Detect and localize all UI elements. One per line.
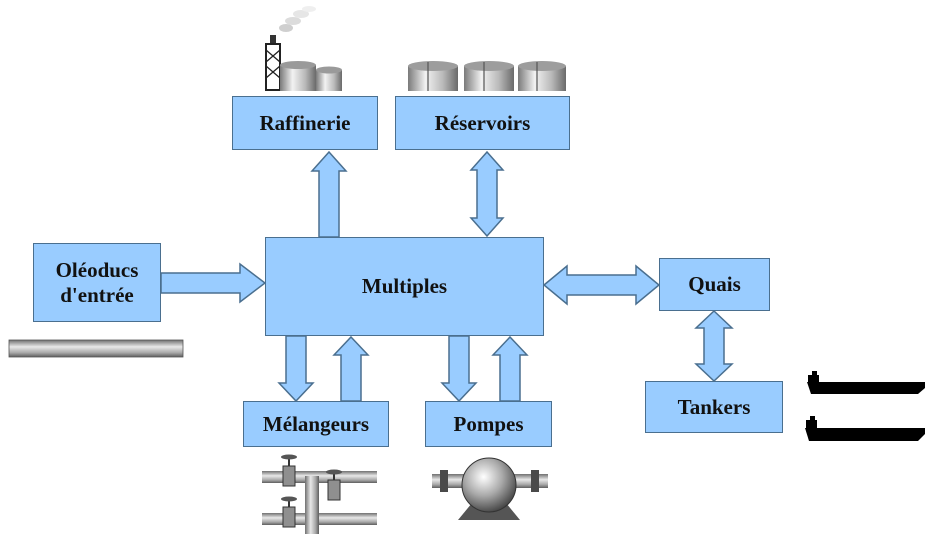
node-melangeurs: Mélangeurs <box>243 401 389 447</box>
valve-manifold-icon <box>262 454 377 534</box>
pipeline-icon <box>8 339 184 358</box>
arrow-reservoirs-multiples <box>469 150 505 238</box>
node-multiples-label: Multiples <box>361 274 448 299</box>
arrow-multiples-quais <box>542 264 661 306</box>
node-pompes: Pompes <box>425 401 552 447</box>
arrow-oleoducs-to-multiples <box>160 262 267 304</box>
node-reservoirs: Réservoirs <box>395 96 570 150</box>
refinery-icon <box>265 6 342 91</box>
arrow-quais-tankers <box>694 309 734 383</box>
arrow-melangeurs-to-multiples <box>332 335 370 402</box>
node-pompes-label: Pompes <box>453 411 524 436</box>
node-oleoducs-label-line1: Oléoducs <box>55 258 139 283</box>
tanker-ship-icon <box>805 371 925 441</box>
node-multiples: Multiples <box>265 237 544 336</box>
node-melangeurs-label: Mélangeurs <box>262 411 370 436</box>
pump-icon <box>432 457 548 520</box>
node-reservoirs-label: Réservoirs <box>434 110 531 135</box>
node-raffinerie-label: Raffinerie <box>259 110 351 135</box>
node-oleoducs-label-line2: d'entrée <box>60 282 134 307</box>
arrow-multiples-to-pompes <box>440 335 478 403</box>
node-tankers: Tankers <box>645 381 783 433</box>
storage-tanks-icon <box>408 61 566 91</box>
node-quais-label: Quais <box>688 272 741 297</box>
arrow-multiples-to-raffinerie <box>310 150 348 238</box>
node-quais: Quais <box>659 258 770 311</box>
arrow-multiples-to-melangeurs <box>277 335 315 403</box>
node-tankers-label: Tankers <box>677 394 751 419</box>
node-raffinerie: Raffinerie <box>232 96 378 150</box>
arrow-pompes-to-multiples <box>491 335 529 402</box>
node-oleoducs: Oléoducs d'entrée <box>33 243 161 322</box>
